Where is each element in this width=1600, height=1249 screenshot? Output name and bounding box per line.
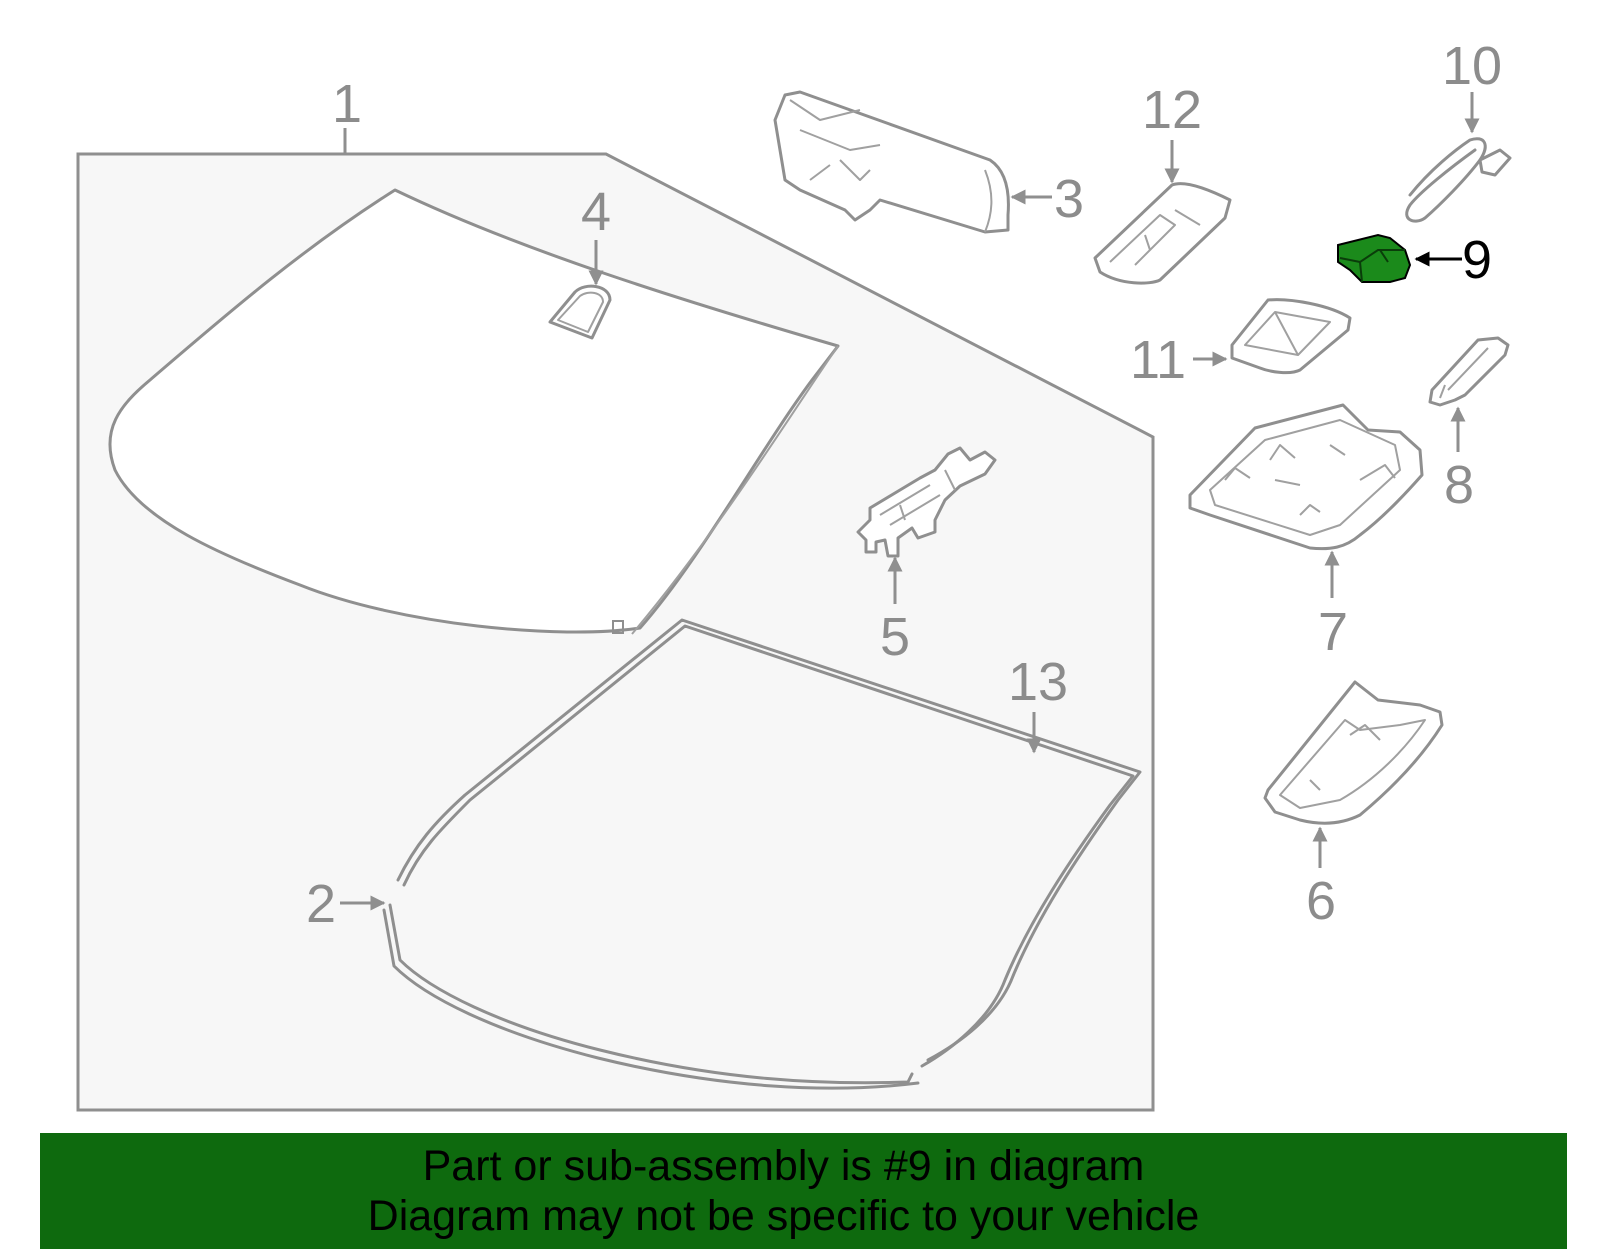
banner-line-disclaimer: Diagram may not be specific to your vehi… xyxy=(367,1192,1200,1240)
callout-9: 9 xyxy=(1462,230,1492,290)
windshield-molding-inner xyxy=(382,618,1142,1090)
callout-10: 10 xyxy=(1442,36,1502,96)
lens-11-detail xyxy=(1244,311,1331,356)
callout-8: 8 xyxy=(1444,455,1474,515)
callout-2: 2 xyxy=(306,874,336,934)
windshield-tab xyxy=(612,620,624,634)
clip-8-detail xyxy=(1439,347,1489,399)
callout-13: 13 xyxy=(1008,652,1068,712)
cover-6-detail xyxy=(1279,719,1426,809)
console-7-detail xyxy=(1209,419,1401,536)
harness-10-connector xyxy=(1478,148,1512,177)
banner-line-part: Part or sub-assembly is #9 in diagram xyxy=(422,1142,1145,1190)
console-7 xyxy=(1188,403,1424,551)
sensor-pad-4 xyxy=(548,284,612,340)
windshield-glass xyxy=(108,188,840,634)
sensor-pad-4-inner xyxy=(557,291,604,333)
bracket-5-detail xyxy=(879,469,956,526)
callout-1: 1 xyxy=(332,74,362,134)
lens-11 xyxy=(1230,298,1352,375)
sensor-9-highlight xyxy=(1337,233,1412,283)
windshield-molding xyxy=(388,624,1135,1085)
mirror-3-detail xyxy=(789,99,993,233)
callout-4: 4 xyxy=(581,182,611,242)
callout-3: 3 xyxy=(1054,169,1084,229)
callout-7: 7 xyxy=(1318,602,1348,662)
cover-6 xyxy=(1263,680,1444,825)
info-banner: Part or sub-assembly is #9 in diagram Di… xyxy=(40,1133,1567,1249)
callout-12: 12 xyxy=(1142,80,1202,140)
mirror-3 xyxy=(773,90,1010,234)
callout-11: 11 xyxy=(1130,330,1186,390)
callout-6: 6 xyxy=(1306,871,1336,931)
harness-10 xyxy=(1405,137,1487,223)
sensor-9-detail xyxy=(1339,249,1405,283)
callout-5: 5 xyxy=(880,607,910,667)
windshield-edge xyxy=(631,345,839,635)
cover-12 xyxy=(1093,182,1232,285)
cover-12-detail xyxy=(1109,209,1201,266)
